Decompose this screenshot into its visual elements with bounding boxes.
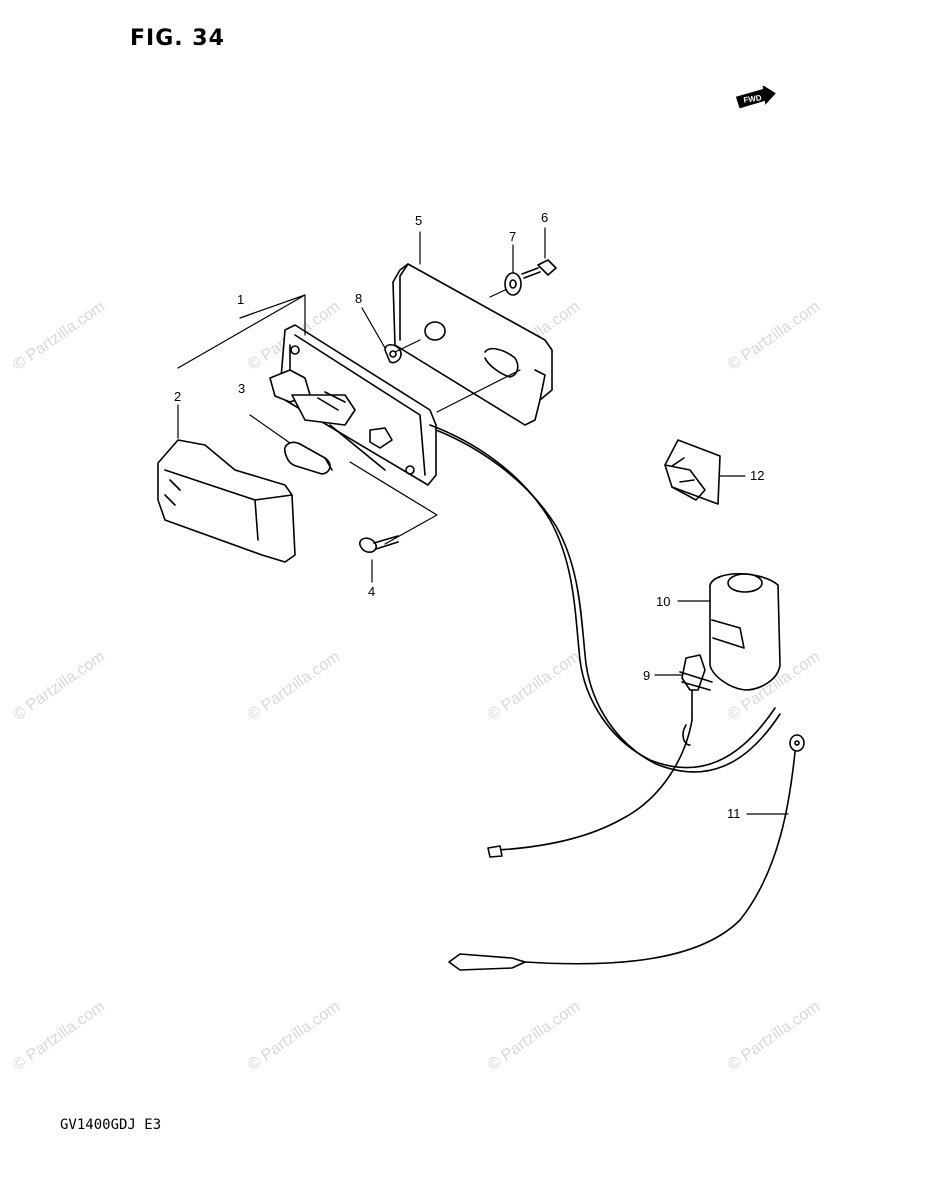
lamp-cover — [392, 263, 553, 426]
callout-part-10: 10 — [656, 594, 671, 609]
callout-part-11: 11 — [727, 806, 741, 821]
callout-part-4: 4 — [368, 584, 376, 599]
callout-part-5: 5 — [415, 213, 423, 228]
callout-part-9: 9 — [643, 668, 651, 683]
grommet-8-leader — [361, 307, 386, 349]
lamp-housing — [269, 324, 437, 486]
callout-part-2: 2 — [174, 389, 182, 404]
switch-boot — [709, 572, 781, 691]
callout-part-7: 7 — [509, 229, 517, 244]
assembly-bracket-lines — [177, 294, 306, 369]
model-code: GV1400GDJ E3 — [60, 1117, 162, 1133]
switch-lead-wire — [497, 719, 693, 851]
callout-part-12: 12 — [750, 468, 765, 483]
festoon-bulb — [283, 441, 333, 475]
ground-lead — [448, 734, 805, 971]
screw-alignment-line — [349, 461, 438, 545]
mounting-screw — [359, 535, 399, 553]
forward-direction-icon: FWD — [734, 84, 778, 117]
callout-part-3: 3 — [238, 381, 246, 396]
switch-lead-connector — [487, 845, 503, 858]
callout-part-6: 6 — [541, 210, 549, 225]
cover-screw — [521, 259, 557, 279]
callout-part-1: 1 — [237, 292, 245, 307]
lamp-harness-wire-2 — [435, 429, 781, 773]
stop-switch — [679, 654, 713, 721]
lamp-harness-wire — [429, 424, 776, 769]
washer — [504, 272, 522, 296]
grommet — [384, 343, 402, 364]
lamp-lens — [157, 439, 296, 563]
callout-part-8: 8 — [355, 291, 363, 306]
wire-clip — [664, 439, 721, 505]
bulb-leader — [249, 414, 291, 444]
forward-direction-label: FWD — [743, 93, 763, 104]
figure-title: FIG. 34 — [130, 26, 225, 51]
cover-alignment-line — [394, 289, 521, 413]
